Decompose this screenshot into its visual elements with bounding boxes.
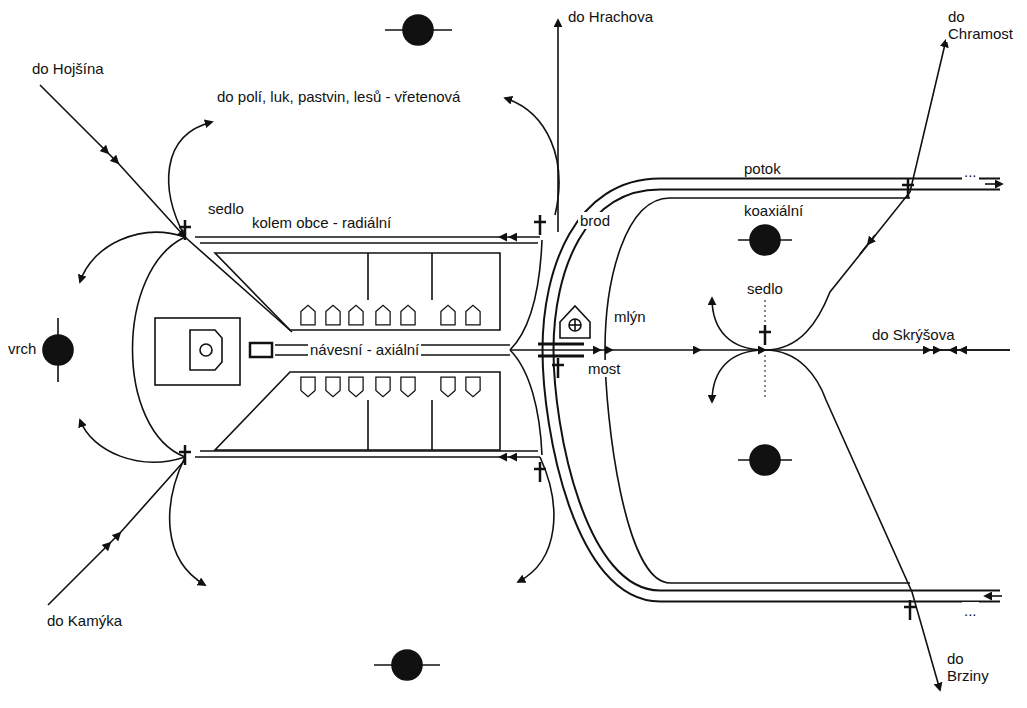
place-label: do Kamýka bbox=[45, 612, 124, 629]
houses bbox=[301, 305, 480, 397]
radial-road bbox=[133, 237, 543, 457]
mill bbox=[560, 306, 590, 338]
place-label: sedlo bbox=[206, 200, 246, 217]
place-label: do Hrachova bbox=[566, 8, 655, 25]
coaxial-road bbox=[605, 198, 910, 583]
village-blocks bbox=[215, 253, 500, 450]
place-label: brod bbox=[578, 212, 612, 229]
place-label: návesní - axiální bbox=[308, 341, 421, 358]
place-label: mlýn bbox=[612, 308, 648, 325]
place-label: do Chramost bbox=[946, 8, 1022, 42]
place-label: do polí, luk, pastvin, lesů - vřetenová bbox=[215, 88, 462, 105]
bridge bbox=[538, 344, 584, 356]
place-label: do Skrýšova bbox=[870, 326, 957, 343]
roads bbox=[40, 20, 1010, 690]
place-label: koaxiální bbox=[742, 202, 805, 219]
place-label: vrch bbox=[6, 340, 38, 357]
place-label: sedlo bbox=[745, 280, 785, 297]
place-label: do Hojšína bbox=[30, 60, 106, 77]
place-label: ... bbox=[962, 602, 979, 619]
place-label: most bbox=[586, 360, 623, 377]
stream bbox=[548, 184, 1002, 596]
place-label: potok bbox=[742, 160, 783, 177]
hill-symbols bbox=[43, 15, 792, 680]
place-label: ... bbox=[962, 163, 979, 180]
place-label: do Brziny bbox=[945, 650, 1009, 684]
field-paths bbox=[80, 98, 765, 585]
church bbox=[155, 318, 272, 385]
place-label: kolem obce - radiální bbox=[250, 214, 393, 231]
wayside-crosses bbox=[179, 178, 916, 620]
